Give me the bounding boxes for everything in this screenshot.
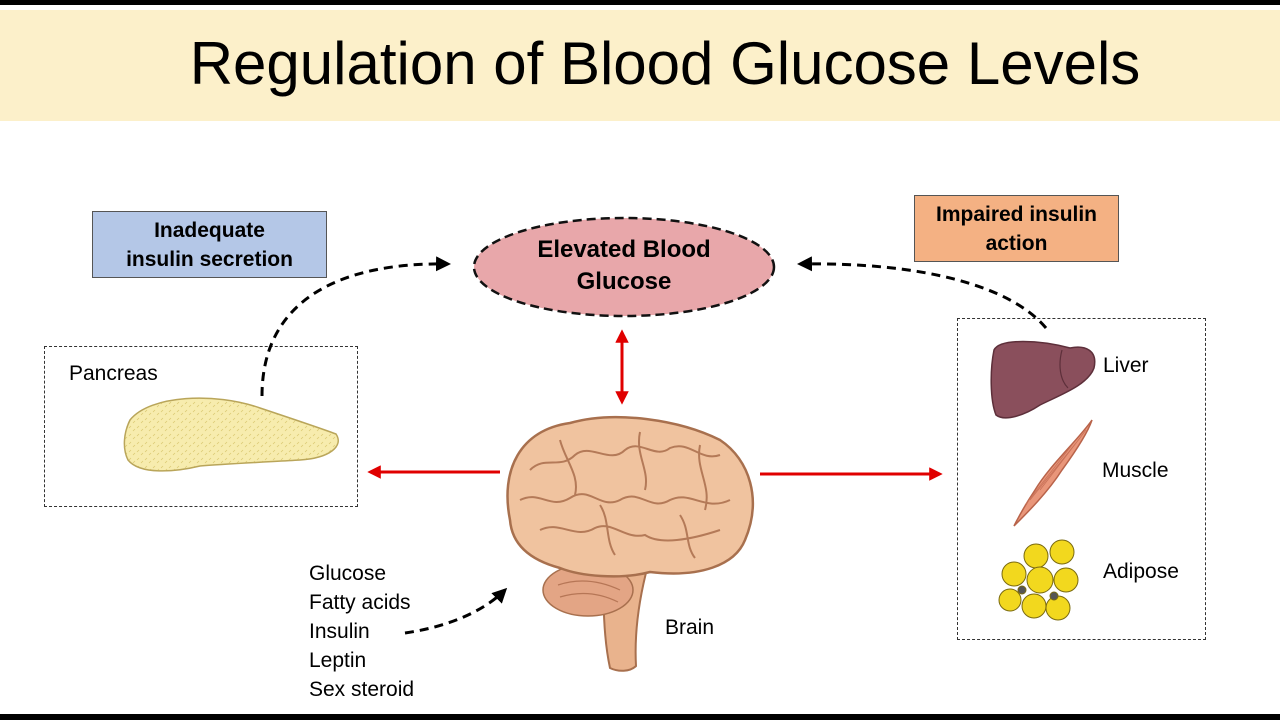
liver-label: Liver — [1103, 354, 1149, 377]
left-box-line1: Inadequate — [154, 219, 265, 242]
adipose-label: Adipose — [1103, 560, 1179, 583]
left-box-line2: insulin secretion — [126, 248, 293, 271]
pancreas-icon — [123, 397, 339, 472]
ellipse-shape — [472, 216, 776, 318]
impaired-insulin-action-box: Impaired insulin action — [914, 195, 1119, 262]
input-item: Insulin — [309, 620, 370, 643]
top-border — [0, 0, 1280, 5]
brain-icon — [506, 415, 754, 672]
adipose-icon — [998, 539, 1079, 621]
pancreas-label: Pancreas — [69, 362, 158, 385]
input-item: Sex steroid — [309, 678, 415, 701]
muscle-label: Muscle — [1102, 459, 1169, 482]
peripheral-tissues-panel — [957, 318, 1206, 640]
inadequate-insulin-secretion-box: Inadequate insulin secretion — [92, 211, 327, 278]
elevated-blood-glucose-node: Elevated Blood Glucose — [472, 216, 776, 318]
brain-label: Brain — [665, 616, 715, 639]
right-box-line1: Impaired insulin — [935, 203, 1098, 226]
brain-inputs-list: Glucose Fatty acids Insulin Leptin Sex s… — [309, 559, 414, 704]
title-banner — [0, 10, 1280, 121]
organs-to-glucose-arrow — [797, 256, 1048, 329]
pancreas-to-glucose-arrow — [260, 256, 451, 397]
right-box-line2: action — [985, 232, 1048, 255]
bottom-border — [0, 714, 1280, 720]
input-item: Leptin — [309, 649, 367, 672]
center-line1: Elevated Blood — [537, 236, 711, 263]
input-item: Fatty acids — [309, 591, 411, 614]
input-item: Glucose — [309, 562, 387, 585]
inputs-to-brain-arrow — [404, 587, 508, 635]
muscle-icon — [1013, 419, 1093, 527]
center-line2: Glucose — [576, 268, 672, 295]
pancreas-panel — [44, 346, 358, 507]
liver-icon — [990, 340, 1096, 419]
page-title: Regulation of Blood Glucose Levels — [189, 30, 1141, 97]
